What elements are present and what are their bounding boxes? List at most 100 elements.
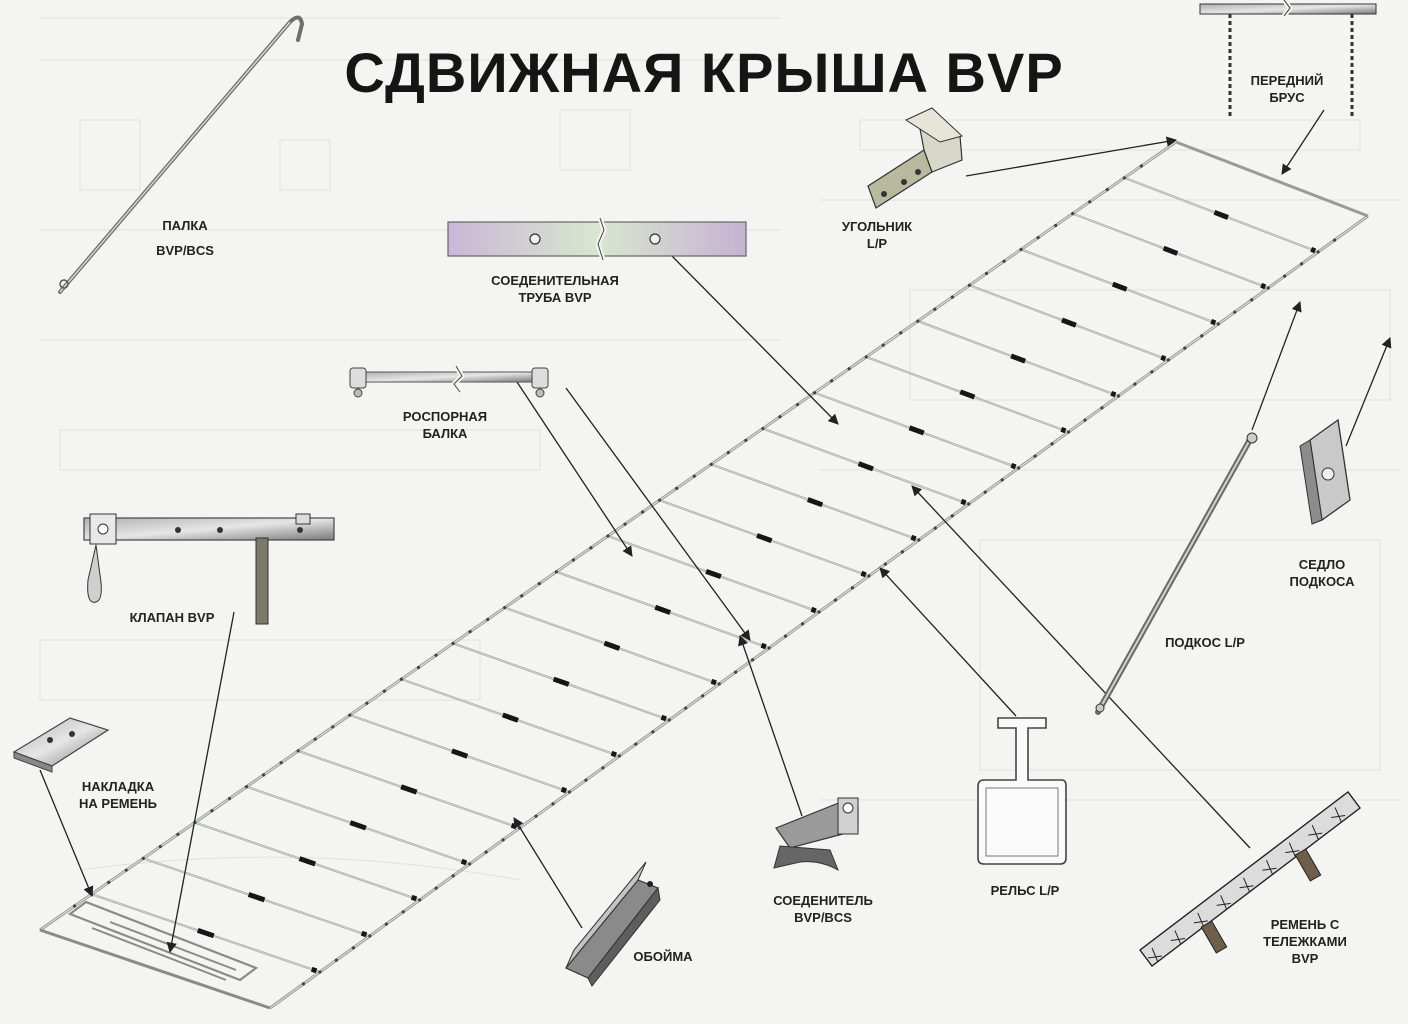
roof-belt-end: [760, 642, 767, 650]
arrow-remen: [911, 485, 1251, 849]
roof-rivet: [967, 502, 971, 506]
roof-rivet: [584, 778, 588, 782]
arrow-ugolnik: [965, 136, 1178, 177]
roof-rivet: [348, 713, 352, 717]
roof-rivet: [124, 868, 128, 872]
roof-rivet: [1105, 188, 1109, 192]
roof-rivet: [296, 749, 300, 753]
roof-rivet: [864, 355, 868, 359]
roof-rivet: [451, 874, 455, 878]
roof-rivet: [1002, 259, 1006, 263]
label-remen-line-3: BVP: [1291, 951, 1319, 966]
roof-rivet: [313, 737, 317, 741]
arrow-brus: [1281, 109, 1325, 175]
roof-rivet: [351, 946, 355, 950]
label-podkos-line-1: ПОДКОС L/P: [1165, 635, 1245, 650]
roof-belt-segment: [1061, 317, 1077, 328]
rail-profile-icon: [977, 717, 1067, 865]
arrow-soedenitel: [738, 635, 803, 817]
roof-rivet: [1266, 286, 1270, 290]
roof-belt-segment: [1213, 209, 1229, 220]
roof-rivet: [301, 982, 306, 986]
roof-rivet: [1250, 298, 1254, 302]
roof-rivet: [767, 646, 771, 650]
label-palka-line-1: ПАЛКА: [162, 218, 208, 233]
roof-rivet: [800, 622, 805, 626]
roof-belt-end: [610, 750, 617, 758]
roof-rivet: [384, 922, 388, 926]
roof-belt-segment: [603, 640, 621, 651]
roof-belt-segment: [756, 533, 773, 544]
roof-rivet: [606, 534, 610, 538]
roof-rivet: [1054, 223, 1058, 228]
belt-cross-mark: [1331, 807, 1346, 822]
roof-rivet: [520, 594, 524, 598]
roof-rivet: [984, 271, 989, 276]
roof-rivet: [1000, 478, 1004, 482]
label-soedenitel-line-2: BVP/BCS: [794, 910, 852, 925]
roof-rivet: [812, 391, 817, 395]
roof-belt-segment: [298, 856, 317, 867]
roof-rivet: [950, 295, 955, 299]
roof-rivet: [501, 838, 505, 842]
roof-belt-end: [910, 534, 917, 542]
roof-rivet: [554, 570, 558, 574]
roof-rivet: [210, 809, 214, 813]
roof-rivet: [1088, 200, 1092, 204]
label-ugolnik: УГОЛЬНИК L/P: [822, 218, 932, 252]
roof-belt-end: [960, 498, 967, 506]
label-sedlo-line-1: СЕДЛО: [1298, 557, 1346, 572]
roof-rivet: [778, 415, 782, 419]
roof-rivet: [468, 862, 472, 866]
roof-belt-end: [1310, 246, 1317, 254]
roof-belt-end: [510, 822, 518, 830]
roof-rivet: [434, 653, 438, 657]
roof-rivet: [833, 598, 838, 602]
connector-part-icon: [773, 797, 859, 872]
roof-rivet: [744, 438, 748, 442]
label-rels-line-1: РЕЛЬС L/P: [990, 883, 1060, 898]
arrow-podkos: [1251, 301, 1302, 431]
roof-rivet: [382, 689, 387, 693]
roof-rivet: [1166, 358, 1170, 362]
roof-rivet: [933, 526, 937, 530]
roof-rivet: [1122, 176, 1126, 180]
roof-rivet: [1316, 250, 1320, 254]
roof-rivet: [634, 742, 638, 746]
roof-rivet: [261, 773, 266, 777]
label-soedenitel-line-1: СОЕДЕНИТЕЛЬ: [773, 893, 873, 908]
label-nakladka-line-2: НА РЕМЕНЬ: [79, 796, 157, 811]
label-ugolnik-line-1: УГОЛЬНИК: [841, 219, 913, 234]
roof-rivet: [1036, 236, 1040, 240]
belt-cross-mark: [1239, 877, 1254, 892]
label-ugolnik-line-2: L/P: [866, 236, 888, 251]
belt-cross-mark: [1262, 860, 1277, 875]
label-podkos: ПОДКОС L/P: [1150, 634, 1260, 651]
roof-rivet: [916, 319, 920, 323]
roof-valve-frame: [67, 900, 259, 982]
roof-rivet: [368, 934, 372, 938]
roof-belt-segment: [247, 892, 266, 903]
roof-rivet: [537, 582, 541, 586]
roof-rivet: [1216, 322, 1220, 326]
roof-rivet: [567, 790, 572, 794]
roof-rivet: [983, 490, 987, 494]
label-soedenitel: СОЕДЕНИТЕЛЬ BVP/BCS: [758, 892, 888, 926]
roof-rivet: [900, 550, 904, 554]
roof-rivet: [451, 641, 455, 646]
roof-rivet: [675, 486, 679, 490]
roof-rivet: [1150, 370, 1154, 374]
roof-belt-segment: [1162, 245, 1179, 256]
roof-belt-end: [1010, 462, 1017, 470]
roof-rivet: [503, 606, 507, 610]
roof-rivet: [847, 367, 851, 371]
roof-belt-segment: [501, 712, 519, 723]
label-trubka-line-2: ТРУБА BVP: [518, 290, 592, 305]
roof-rivet: [783, 634, 788, 638]
belt-cross-mark: [1308, 824, 1323, 840]
roof-belt-end: [1210, 318, 1217, 326]
belt-pad-icon: [12, 717, 110, 773]
pole-part-icon: [58, 15, 305, 294]
